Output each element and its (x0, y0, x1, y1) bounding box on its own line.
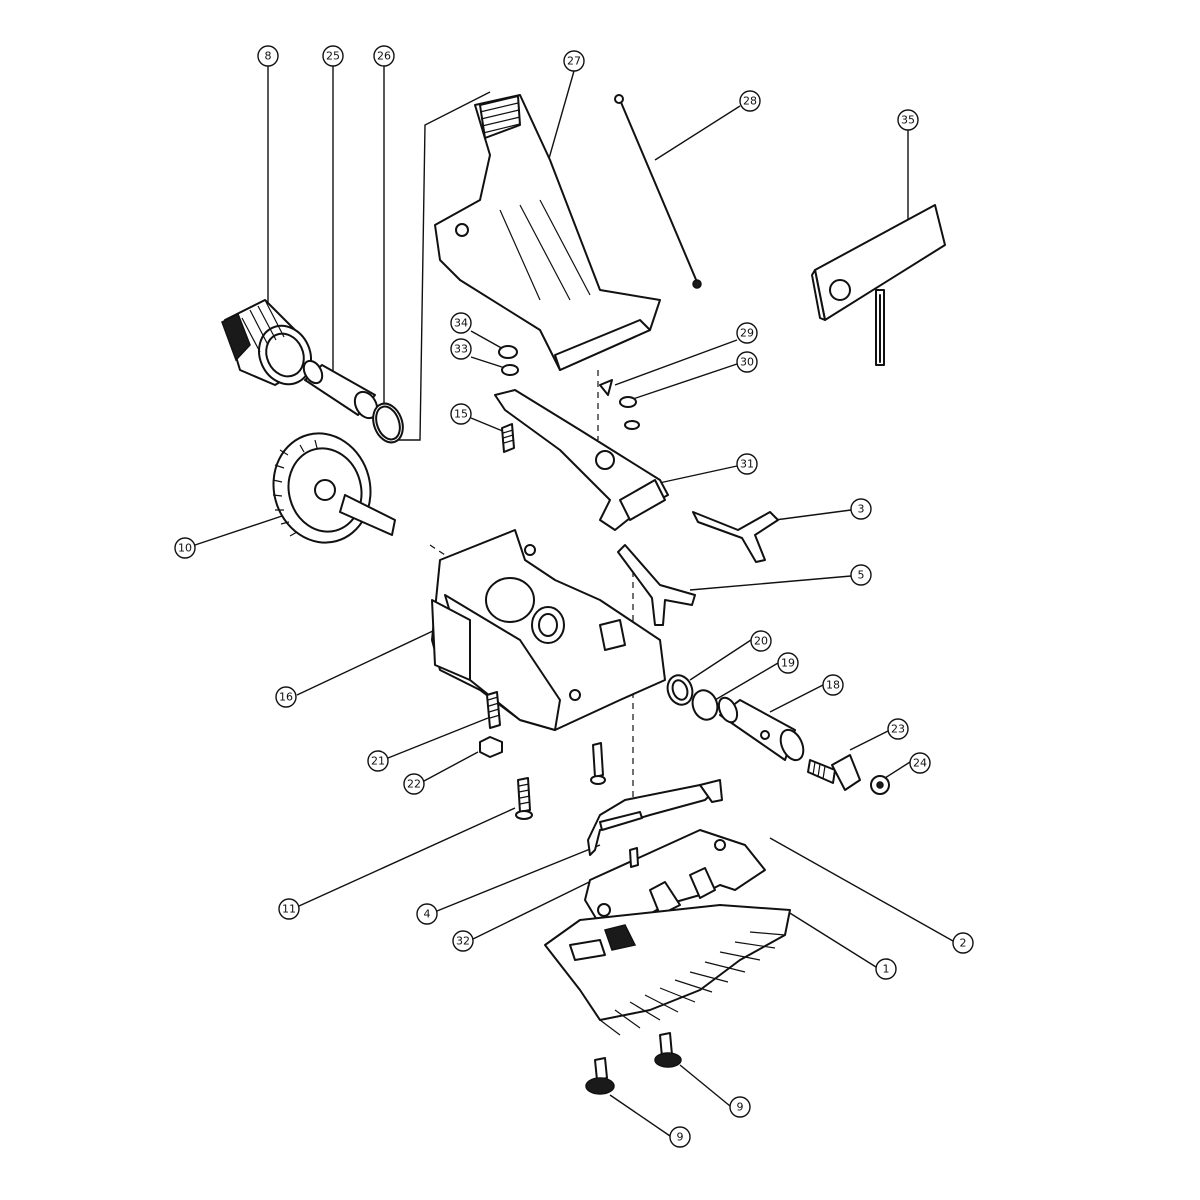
part-27-cover (434, 94, 661, 371)
callout-25: 25 (322, 45, 344, 67)
callout-21: 21 (367, 750, 389, 772)
callout-28: 28 (739, 90, 761, 112)
part-15-screw (501, 423, 515, 453)
svg-text:4: 4 (424, 908, 431, 921)
part-35-tool (811, 204, 946, 366)
callout-30: 30 (736, 351, 758, 373)
callout-11: 11 (278, 898, 300, 920)
svg-text:10: 10 (178, 542, 192, 555)
callout-27: 27 (563, 50, 585, 72)
callout-20: 20 (750, 630, 772, 652)
svg-text:31: 31 (740, 458, 754, 471)
part-3-fork (692, 511, 779, 563)
part-33-washer (501, 364, 519, 376)
svg-text:28: 28 (743, 95, 757, 108)
part-26-ring (372, 402, 404, 444)
callout-5: 5 (850, 564, 872, 586)
part-29-pin (599, 379, 613, 396)
svg-text:21: 21 (371, 755, 385, 768)
callout-8: 8 (257, 45, 279, 67)
part-30-clip (619, 396, 640, 430)
callout-15: 15 (450, 403, 472, 425)
svg-text:5: 5 (858, 569, 865, 582)
svg-text:3: 3 (858, 503, 865, 516)
svg-text:2: 2 (960, 937, 967, 950)
callout-2: 2 (952, 932, 974, 954)
svg-text:8: 8 (265, 50, 272, 63)
svg-text:18: 18 (826, 679, 840, 692)
svg-text:35: 35 (901, 114, 915, 127)
svg-text:9: 9 (677, 1131, 684, 1144)
part-4-spring (587, 779, 723, 856)
svg-text:30: 30 (740, 356, 754, 369)
part-32-screw (629, 847, 639, 868)
callout-29: 29 (736, 322, 758, 344)
part-18-sleeve (717, 696, 805, 762)
svg-text:1: 1 (883, 963, 890, 976)
callout-23: 23 (887, 718, 909, 740)
part-22-nut (479, 736, 503, 758)
callout-3: 3 (850, 498, 872, 520)
part-9-screw-a (654, 1032, 682, 1068)
callout-34: 34 (450, 312, 472, 334)
svg-text:15: 15 (454, 408, 468, 421)
callout-24: 24 (909, 752, 931, 774)
part-31-fork-lever (494, 389, 669, 531)
callout-10: 10 (174, 537, 196, 559)
svg-text:33: 33 (454, 343, 468, 356)
svg-text:24: 24 (913, 757, 927, 770)
svg-text:26: 26 (377, 50, 391, 63)
callout-9-b: 9 (669, 1126, 691, 1148)
svg-text:29: 29 (740, 327, 754, 340)
part-10-gear (272, 432, 396, 544)
svg-text:32: 32 (456, 935, 470, 948)
callout-35: 35 (897, 109, 919, 131)
part-28-rod (614, 94, 702, 289)
svg-text:20: 20 (754, 635, 768, 648)
callout-31: 31 (736, 453, 758, 475)
svg-text:25: 25 (326, 50, 340, 63)
part-20-ring (666, 674, 694, 706)
part-34-nut (498, 345, 518, 359)
part-25-sleeve (302, 359, 379, 420)
part-11-screw (515, 742, 606, 820)
svg-text:27: 27 (567, 55, 581, 68)
svg-text:19: 19 (781, 657, 795, 670)
part-21-screw (486, 691, 501, 729)
callout-22: 22 (403, 773, 425, 795)
callout-26: 26 (373, 45, 395, 67)
part-16-housing (431, 529, 666, 731)
svg-text:22: 22 (407, 778, 421, 791)
part-19-ring (691, 689, 719, 721)
svg-text:11: 11 (282, 903, 296, 916)
callout-33: 33 (450, 338, 472, 360)
svg-text:9: 9 (737, 1101, 744, 1114)
callout-19: 19 (777, 652, 799, 674)
callout-18: 18 (822, 674, 844, 696)
leader-lines (194, 66, 954, 1137)
svg-text:23: 23 (891, 723, 905, 736)
part-5-fork (617, 544, 696, 626)
part-24-nut (870, 775, 890, 795)
part-8-knurled-nut (221, 299, 312, 386)
part-1-comb (544, 904, 791, 1036)
part-9-screw-b (585, 1057, 615, 1095)
part-23-adjuster (807, 754, 861, 791)
callout-16: 16 (275, 686, 297, 708)
svg-text:34: 34 (454, 317, 468, 330)
svg-text:16: 16 (279, 691, 293, 704)
callout-32: 32 (452, 930, 474, 952)
callout-1: 1 (875, 958, 897, 980)
callout-4: 4 (416, 903, 438, 925)
callout-9-a: 9 (729, 1096, 751, 1118)
